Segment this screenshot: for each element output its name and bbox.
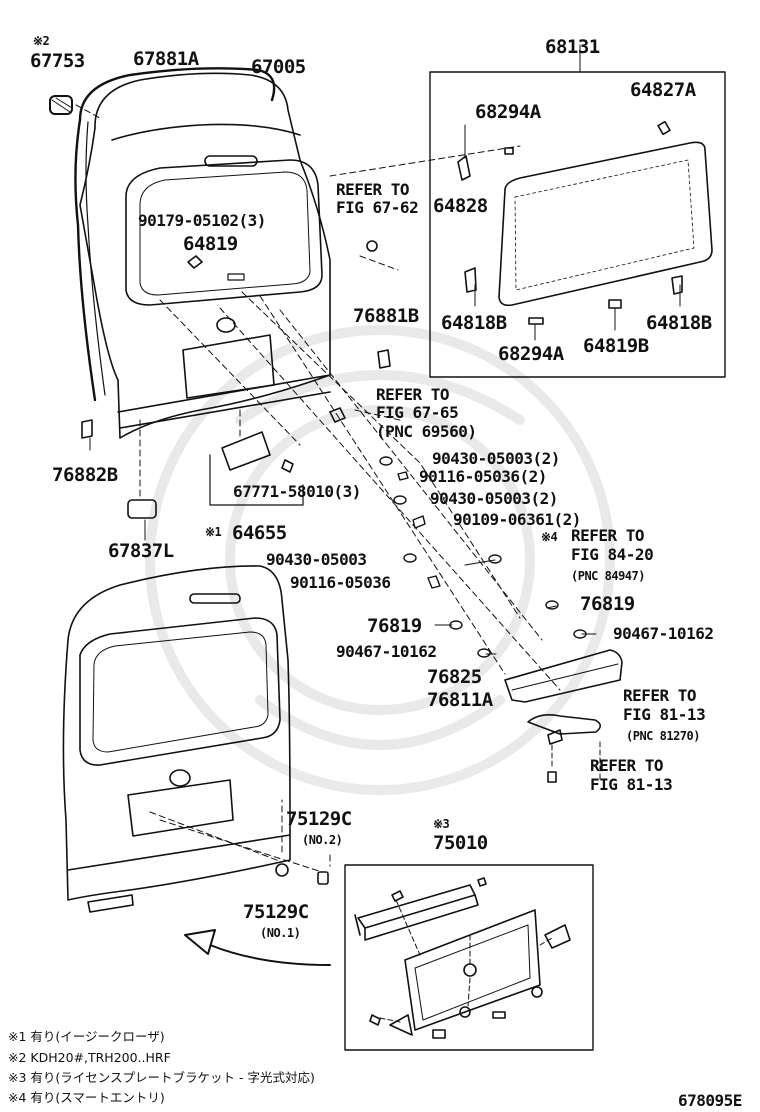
small-parts-upper — [49, 95, 391, 519]
leader-lines-upper — [75, 104, 561, 691]
refer-fig-81-13b-line2: FIG 81-13 — [590, 775, 673, 794]
refer-fig-67-65-line1: REFER TO — [376, 385, 450, 404]
license-bracket-box — [344, 864, 594, 1051]
note-mark-1: ※1 — [205, 525, 222, 539]
garnish-assembly — [504, 649, 623, 783]
footnote-1: ※1 有り(イージークローザ) — [8, 1029, 165, 1044]
part-64818B-left: 64818B — [441, 312, 507, 334]
footnote-4: ※4 有り(スマートエントリ) — [8, 1090, 165, 1105]
footnote-3: ※3 有り(ライセンスプレートブラケット - 字光式対応) — [8, 1070, 315, 1085]
part-90467-10162-left: 90467-10162 — [336, 642, 437, 661]
part-64819B: 64819B — [583, 335, 649, 357]
license-bracket — [354, 877, 571, 1039]
refer-fig-67-62-line1: REFER TO — [336, 180, 410, 199]
part-90430-05003-2b: 90430-05003(2) — [430, 489, 558, 508]
part-90430-05003-2a: 90430-05003(2) — [432, 449, 560, 468]
part-76882B: 76882B — [52, 464, 118, 486]
part-90116-05036-2: 90116-05036(2) — [419, 467, 547, 486]
note-mark-2: ※2 — [33, 34, 50, 48]
part-75010: 75010 — [433, 832, 488, 854]
note-mark-3: ※3 — [433, 817, 450, 831]
refer-fig-67-65-line2: FIG 67-65 — [376, 403, 459, 422]
watermark-emblem — [145, 325, 615, 795]
footnote-2: ※2 KDH20#,TRH200..HRF — [8, 1050, 171, 1065]
label-no1: (NO.1) — [260, 926, 301, 940]
part-64655: 64655 — [232, 522, 287, 544]
refer-fig-84-20-line1: REFER TO — [571, 526, 645, 545]
part-90467-10162-right: 90467-10162 — [613, 624, 714, 643]
refer-fig-67-62-line2: FIG 67-62 — [336, 198, 419, 217]
part-90430-05003: 90430-05003 — [266, 550, 367, 569]
arrow-curve — [209, 944, 331, 966]
refer-fig-84-20-line2: FIG 84-20 — [571, 545, 654, 564]
part-90179-05102: 90179-05102(3) — [138, 211, 266, 230]
leader-lines-lower — [149, 799, 331, 873]
part-64827A: 64827A — [630, 79, 696, 101]
part-67881A: 67881A — [133, 48, 199, 70]
part-90116-05036: 90116-05036 — [290, 573, 391, 592]
part-75129C-no1: 75129C — [243, 901, 309, 923]
refer-fig-81-13a-line1: REFER TO — [623, 686, 697, 705]
label-no2: (NO.2) — [302, 833, 343, 847]
label-leaders — [89, 44, 681, 655]
part-67837L: 67837L — [108, 540, 174, 562]
part-75129C-no2: 75129C — [286, 808, 352, 830]
part-64819: 64819 — [183, 233, 238, 255]
refer-pnc-81270: (PNC 81270) — [626, 729, 700, 743]
part-76881B: 76881B — [353, 305, 419, 327]
refer-pnc-84947: (PNC 84947) — [571, 569, 645, 583]
part-64828: 64828 — [433, 195, 488, 217]
rear-glass — [457, 120, 713, 325]
part-76819-left: 76819 — [367, 615, 422, 637]
refer-fig-81-13b-line1: REFER TO — [590, 756, 664, 775]
back-door-upper — [74, 67, 331, 439]
part-76825: 76825 — [427, 666, 482, 688]
part-67005: 67005 — [251, 56, 306, 78]
part-90109-06361: 90109-06361(2) — [453, 510, 581, 529]
part-68131: 68131 — [545, 36, 600, 58]
arrow-head — [184, 929, 216, 955]
fasteners-middle — [379, 456, 587, 658]
part-76819-right: 76819 — [580, 593, 635, 615]
refer-pnc-69560: (PNC 69560) — [376, 422, 477, 441]
part-68294A-bottom: 68294A — [498, 343, 564, 365]
part-68294A-top: 68294A — [475, 101, 541, 123]
refer-fig-81-13a-line2: FIG 81-13 — [623, 705, 706, 724]
glass-kit-box — [429, 71, 726, 378]
leader-lines-bracket — [379, 899, 553, 1023]
back-door-lower — [62, 565, 329, 913]
note-mark-4: ※4 — [541, 530, 558, 544]
part-67771-58010: 67771-58010(3) — [233, 482, 361, 501]
part-67753: 67753 — [30, 50, 85, 72]
part-64818B-right: 64818B — [646, 312, 712, 334]
figure-id: 678095E — [678, 1091, 742, 1110]
part-76811A: 76811A — [427, 689, 493, 711]
